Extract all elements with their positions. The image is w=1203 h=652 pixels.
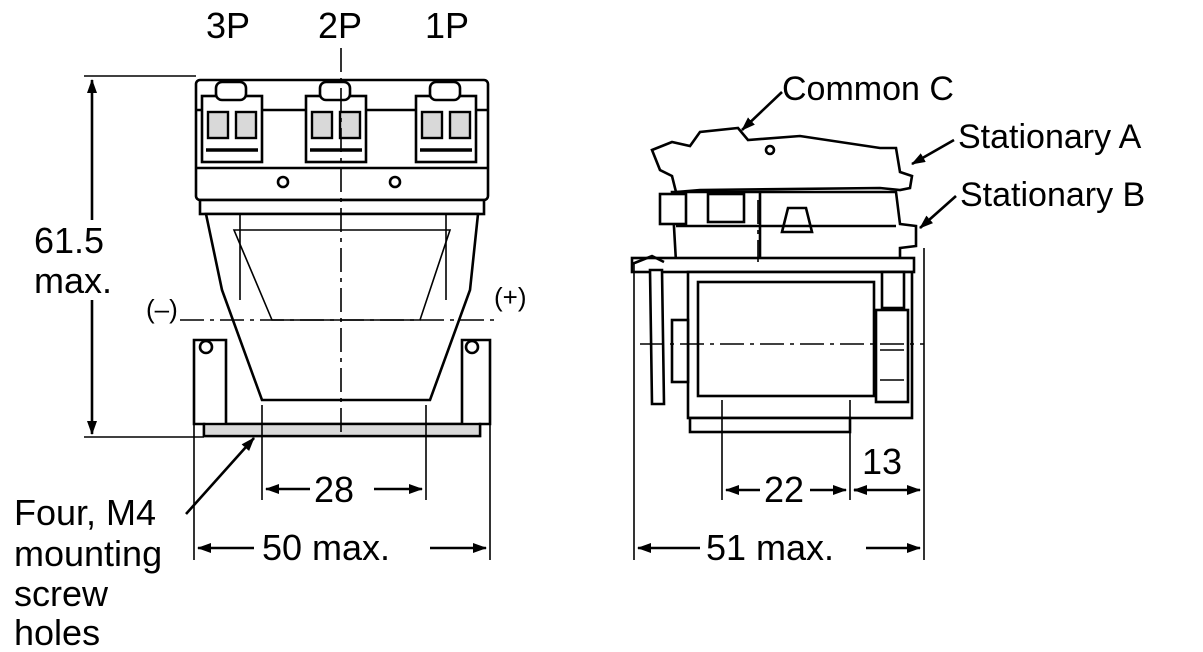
mounting-note-leader [185,437,255,515]
hole-spacing-label: 28 [314,469,354,510]
height-max-label: max. [34,260,112,301]
side-base-plate [630,256,916,274]
pole-label-3p: 3P [206,5,250,46]
dim-13-label: 13 [862,441,902,482]
dim-22-label: 22 [764,469,804,510]
front-view: 3P 2P 1P [14,5,527,652]
dim-51: 51 max. [637,527,921,568]
mounting-note-line-3: screw [14,573,109,614]
terminal-2p [304,80,368,164]
hole-spacing-dimension: 28 [261,405,427,510]
polarity-negative: (–) [146,294,178,324]
contact-assembly [650,126,918,264]
width-label: 50 max. [262,527,390,568]
label-stationary-b: Stationary B [960,176,1145,214]
dim-13: 13 [853,441,921,495]
leader-stationary-b [919,195,957,229]
terminal-block [194,78,490,216]
leader-stationary-a [911,138,955,166]
mounting-note-line-1: Four, M4 [14,492,156,533]
mounting-note-line-2: mounting [14,533,162,574]
height-value-label: 61.5 [34,220,104,261]
terminal-1p [414,80,478,164]
depth-label: 51 max. [706,527,834,568]
side-view: Common C Stationary A Stationary B 22 13 [630,70,1145,568]
leader-common-c [741,91,783,131]
height-dimension: 61.5 max. [34,75,204,438]
mounting-bracket [192,338,492,438]
pole-label-1p: 1P [425,5,469,46]
side-coil-body [686,270,914,434]
armature-arm [648,268,690,406]
width-dimension: 50 max. [193,424,491,568]
terminal-3p [200,80,264,164]
label-stationary-a: Stationary A [958,118,1142,156]
coil-housing [204,212,480,402]
mounting-note-line-4: holes [14,612,100,652]
pole-label-2p: 2P [318,5,362,46]
dim-22: 22 [725,469,847,510]
polarity-positive: (+) [494,282,527,312]
label-common-c: Common C [782,70,954,108]
